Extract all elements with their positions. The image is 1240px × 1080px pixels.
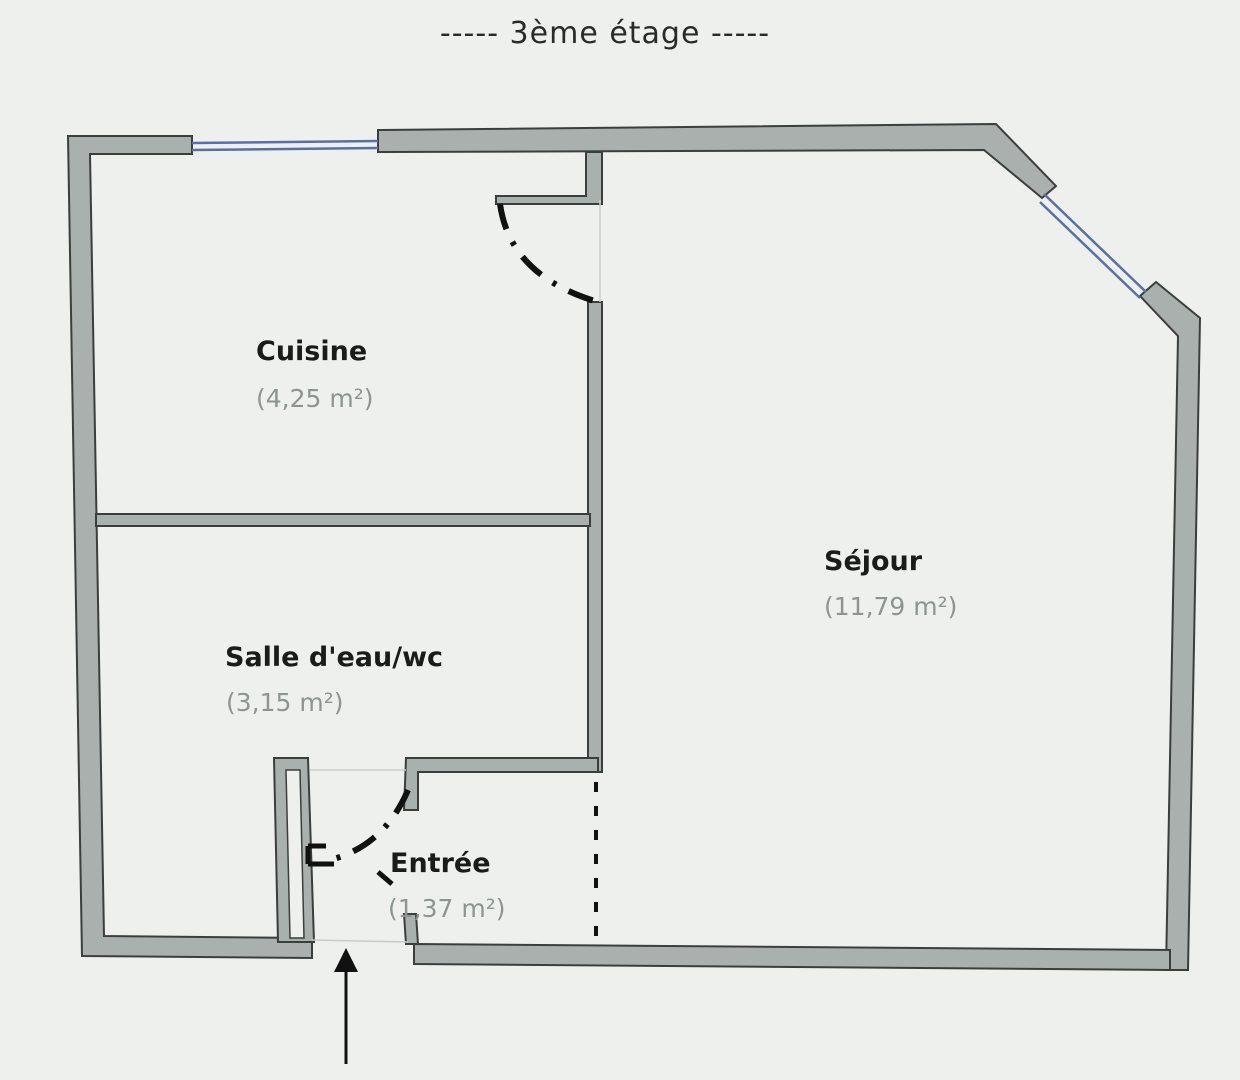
partition-vertical bbox=[587, 301, 603, 773]
door-entry-mark bbox=[376, 870, 394, 886]
door-kitchen-arc bbox=[497, 203, 599, 305]
entrance-arrow bbox=[334, 948, 358, 1064]
room-name-entree: Entrée bbox=[390, 848, 491, 879]
partition-upper bbox=[495, 151, 603, 205]
partition-entry-jamb bbox=[402, 913, 420, 945]
room-name-sejour: Séjour bbox=[824, 546, 923, 577]
window-diagonal bbox=[1039, 193, 1147, 299]
partition-horizontal bbox=[95, 513, 591, 527]
door-entry-arc bbox=[329, 788, 411, 863]
room-area-sejour: (11,79 m²) bbox=[824, 592, 958, 621]
outer-wall-right bbox=[1138, 280, 1202, 971]
room-area-salle-deau: (3,15 m²) bbox=[226, 688, 344, 717]
room-area-cuisine: (4,25 m²) bbox=[256, 384, 374, 413]
room-name-cuisine: Cuisine bbox=[256, 336, 368, 367]
outer-wall-bottom bbox=[413, 942, 1171, 972]
partition-bath-entry bbox=[402, 757, 599, 811]
room-name-salle-deau: Salle d'eau/wc bbox=[225, 642, 444, 673]
door-entry-swing bbox=[305, 843, 334, 867]
floor-title: ----- 3ème étage ----- bbox=[439, 16, 771, 51]
room-area-entree: (1,37 m²) bbox=[388, 894, 506, 923]
window-top bbox=[191, 139, 379, 152]
outer-wall-top bbox=[377, 122, 1058, 200]
